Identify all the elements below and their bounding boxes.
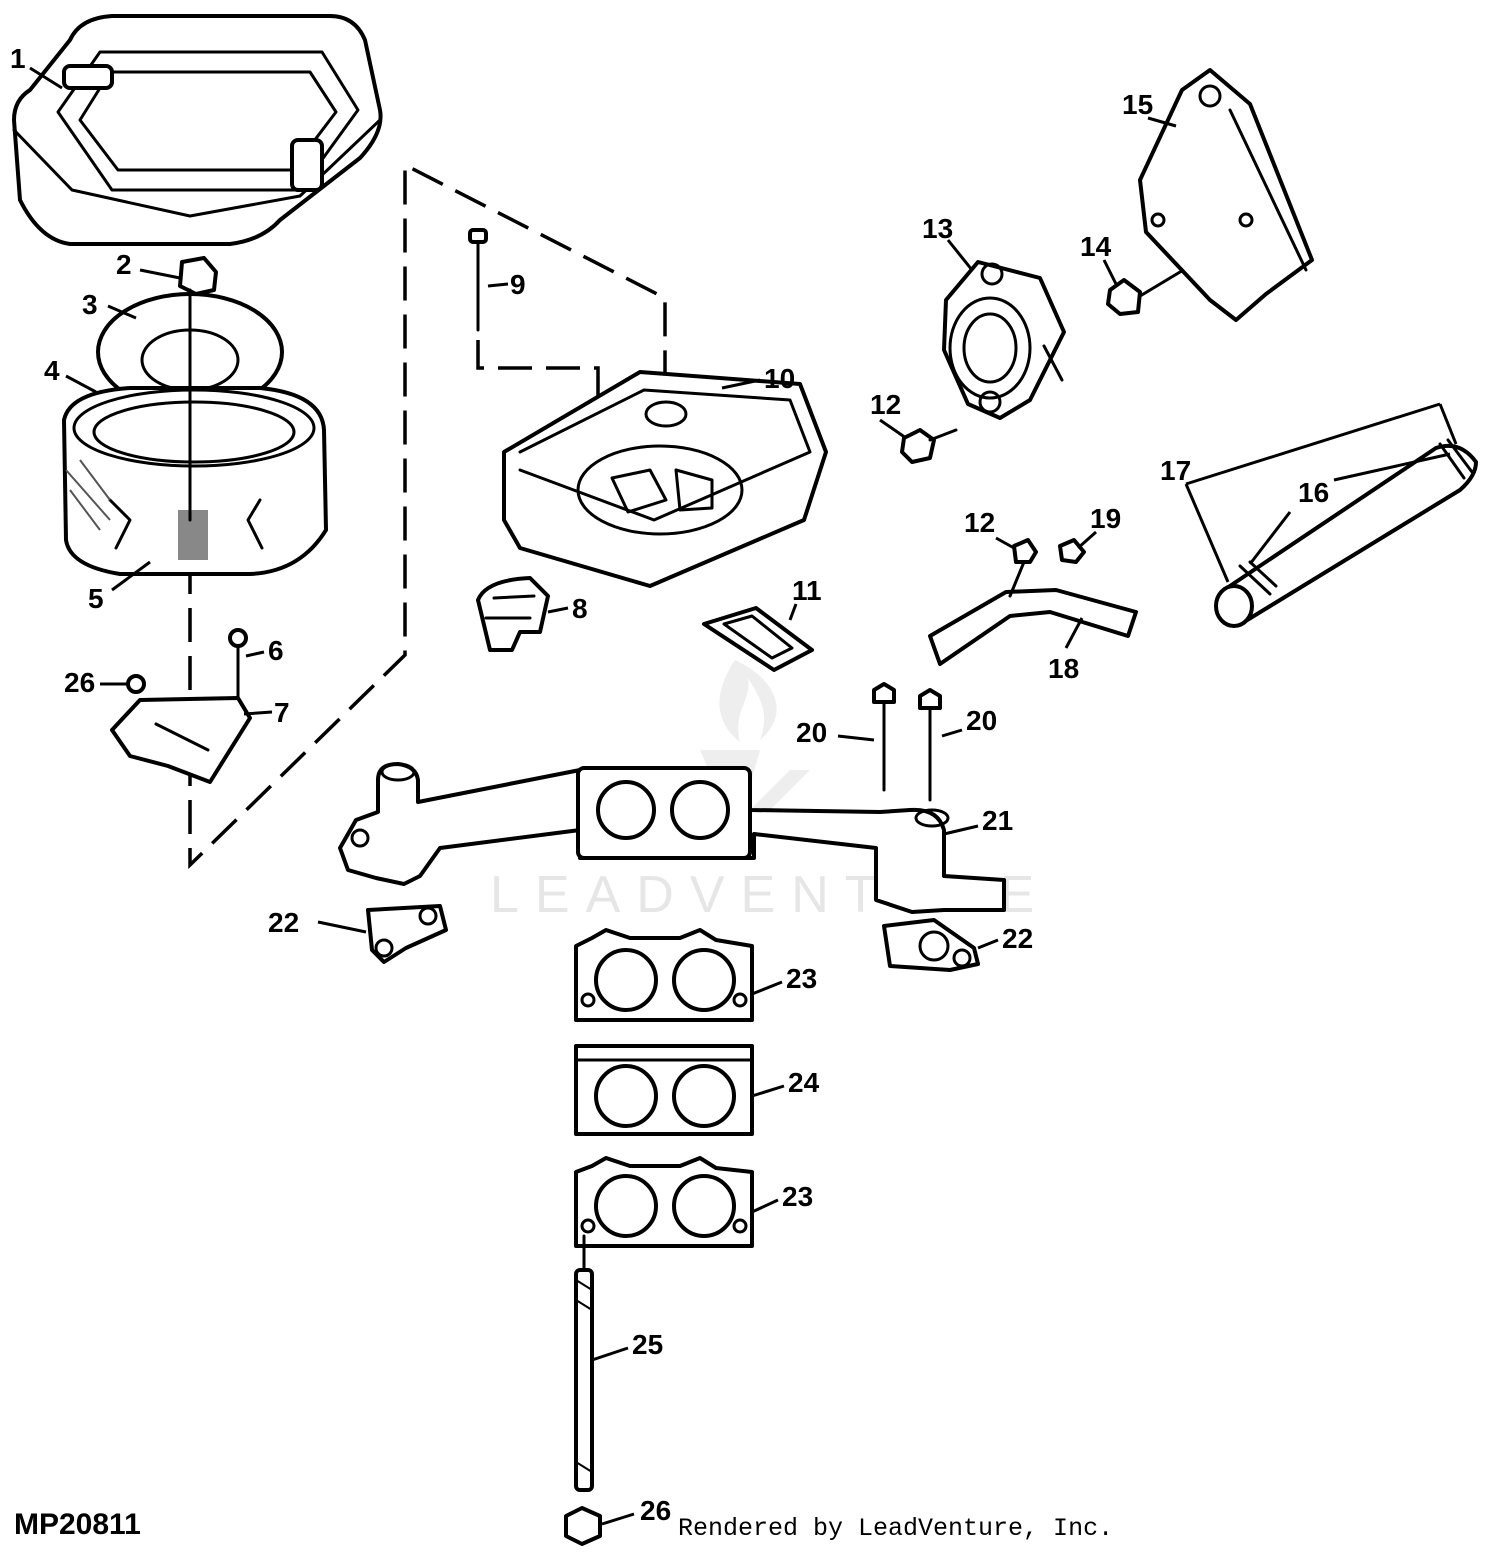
callout-4: 4 <box>44 355 60 386</box>
callout-11: 11 <box>792 575 822 606</box>
leader-lines <box>29 66 1458 1526</box>
long-bolt-9 <box>468 228 488 332</box>
callout-26b: 26 <box>640 1495 671 1526</box>
gasket-23-lower <box>574 1156 754 1248</box>
callout-17: 17 <box>1160 455 1191 486</box>
callout-12a: 12 <box>870 389 901 420</box>
callout-3: 3 <box>82 289 98 320</box>
callout-20a: 20 <box>796 717 827 748</box>
drawing-number: MP20811 <box>14 1508 141 1541</box>
air-cleaner-cover <box>12 14 383 246</box>
callout-13: 13 <box>922 213 953 244</box>
filter-element <box>62 288 328 576</box>
callout-19: 19 <box>1090 503 1121 534</box>
callout-22a: 22 <box>268 907 299 938</box>
callout-10: 10 <box>764 363 795 394</box>
bolt-12-upper <box>900 428 958 464</box>
bolt-12-lower <box>1008 538 1038 598</box>
spacer-24 <box>574 1044 754 1136</box>
gasket-22-left <box>366 904 448 964</box>
gasket-23-upper <box>574 928 754 1022</box>
bolt-20-right <box>918 688 942 802</box>
callout-20b: 20 <box>966 705 997 736</box>
bolt-14 <box>1106 264 1192 316</box>
gasket-22-right <box>882 918 980 972</box>
credit-line: Rendered by LeadVenture, Inc. <box>678 1514 1114 1543</box>
callout-23b: 23 <box>782 1181 813 1212</box>
bolt-19 <box>1058 538 1086 564</box>
callout-5: 5 <box>88 583 104 614</box>
callout-14: 14 <box>1080 231 1112 262</box>
callout-22b: 22 <box>1002 923 1033 954</box>
callout-23a: 23 <box>786 963 817 994</box>
callout-8: 8 <box>572 593 588 624</box>
intake-manifold <box>338 762 1006 914</box>
bolt-20-left <box>872 682 896 792</box>
valve-13 <box>942 260 1066 420</box>
callout-25: 25 <box>632 1329 663 1360</box>
callout-7: 7 <box>274 697 290 728</box>
callout-15: 15 <box>1122 89 1153 120</box>
wing-nut <box>178 256 218 296</box>
stud-25 <box>574 1234 594 1492</box>
screw-6 <box>228 628 248 702</box>
callout-2: 2 <box>116 249 132 280</box>
callout-18: 18 <box>1048 653 1079 684</box>
filter-base-plate <box>110 674 252 784</box>
callout-1: 1 <box>10 43 26 74</box>
callout-9: 9 <box>510 269 526 300</box>
gasket-11 <box>702 606 814 672</box>
callouts: 1 2 3 4 5 6 7 8 9 10 11 12 13 14 15 16 1… <box>10 43 1329 1526</box>
callout-12b: 12 <box>964 507 995 538</box>
callout-6: 6 <box>268 635 284 666</box>
nut-26-bottom <box>564 1506 602 1546</box>
bracket-18 <box>928 588 1138 666</box>
callout-24: 24 <box>788 1067 820 1098</box>
elbow-8 <box>476 576 550 652</box>
air-cleaner-base <box>502 370 828 588</box>
bracket-15 <box>1138 68 1314 322</box>
hose-16 <box>1214 438 1478 628</box>
callout-16: 16 <box>1298 477 1329 508</box>
callout-26a: 26 <box>64 667 95 698</box>
callout-21: 21 <box>982 805 1013 836</box>
